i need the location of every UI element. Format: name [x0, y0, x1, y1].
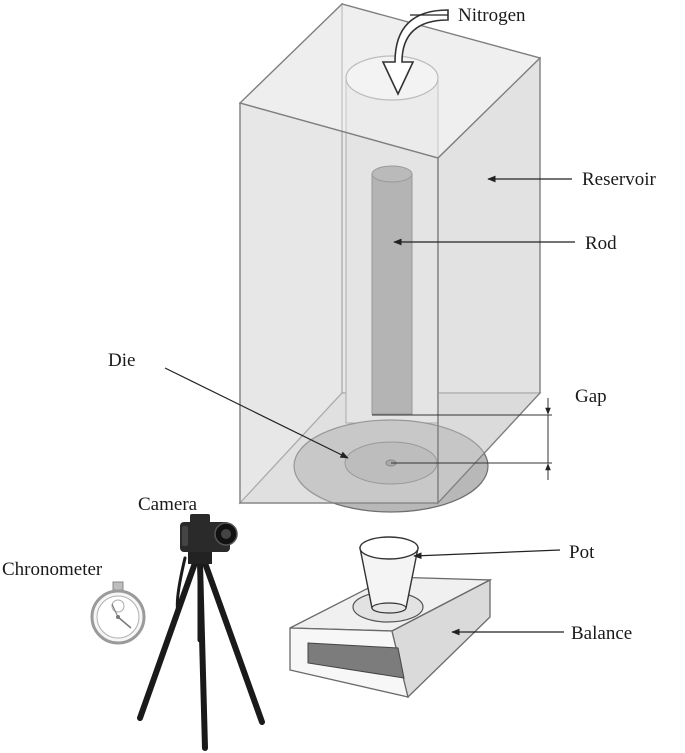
label-camera: Camera: [138, 494, 198, 515]
label-die: Die: [108, 350, 135, 371]
nitrogen-arrow-icon: [381, 9, 449, 96]
label-nitrogen: Nitrogen: [458, 5, 526, 26]
label-chronometer: Chronometer: [2, 559, 103, 580]
gap-dimension: [372, 398, 552, 480]
rod: [371, 165, 413, 415]
tripod: [137, 552, 265, 751]
pointer-lines: [164, 14, 575, 636]
label-rod: Rod: [585, 233, 617, 254]
label-reservoir: Reservoir: [582, 169, 657, 190]
chronometer-icon: [90, 581, 146, 645]
camera: [180, 514, 238, 552]
reservoir-front: [238, 3, 542, 505]
label-balance: Balance: [571, 623, 632, 644]
pot: [359, 536, 419, 614]
label-pot: Pot: [569, 542, 595, 563]
label-gap: Gap: [575, 386, 607, 407]
